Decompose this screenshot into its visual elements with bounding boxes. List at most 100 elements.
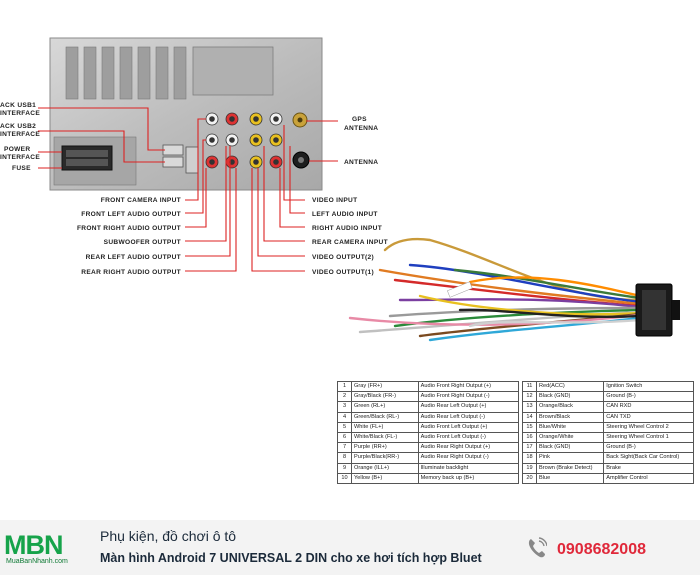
pin-function: CAN TXD xyxy=(603,411,694,423)
label-usb2-line2: INTERFACE xyxy=(0,131,40,138)
pin-number: 10 xyxy=(337,472,352,485)
pin-function: Audio Front Right Output (-) xyxy=(417,391,520,403)
pin-number: 8 xyxy=(337,452,352,464)
wire-color: Gray (FR+) xyxy=(351,380,419,393)
av-labels-right: VIDEO INPUT LEFT AUDIO INPUT RIGHT AUDIO… xyxy=(312,197,388,276)
pin-function: Audio Rear Right Output (-) xyxy=(417,452,520,464)
pin-function: Audio Front Left Output (-) xyxy=(417,432,520,444)
pin-number: 14 xyxy=(522,411,537,423)
label-usb1-line1: ACK USB1 xyxy=(0,102,36,109)
label-front-right-audio-output: FRONT RIGHT AUDIO OUTPUT xyxy=(77,225,181,232)
pin-function: Ground (B-) xyxy=(603,442,694,454)
label-rear-right-audio-output: REAR RIGHT AUDIO OUTPUT xyxy=(81,269,181,276)
wire-color: Green/Black (RL-) xyxy=(351,411,419,423)
left-port-labels: ACK USB1 INTERFACE ACK USB2 INTERFACE PO… xyxy=(0,102,40,172)
label-front-camera-input: FRONT CAMERA INPUT xyxy=(101,197,181,204)
pin-number: 20 xyxy=(522,472,537,485)
pin-number: 4 xyxy=(337,411,352,423)
label-left-audio-input: LEFT AUDIO INPUT xyxy=(312,211,378,218)
pin-function: Amplifier Control xyxy=(603,472,694,485)
label-gps-line1: GPS xyxy=(352,116,367,123)
pin-function: Steering Wheel Control 2 xyxy=(603,421,694,434)
power-connector xyxy=(61,145,113,171)
label-video-input: VIDEO INPUT xyxy=(312,197,357,204)
pin-number: 9 xyxy=(337,462,352,474)
label-power-line1: POWER xyxy=(4,146,30,153)
wire-color: Red(ACC) xyxy=(535,380,605,393)
antenna-connector xyxy=(292,151,310,169)
pin-function: Memory back up (B+) xyxy=(417,472,520,485)
label-subwoofer-output: SUBWOOFER OUTPUT xyxy=(104,239,181,246)
pin-function: Audio Rear Left Output (-) xyxy=(417,411,520,423)
wire-color: Orange (ILL+) xyxy=(351,462,419,474)
pin-function: CAN RXD xyxy=(603,401,694,413)
label-rear-camera-input: REAR CAMERA INPUT xyxy=(312,239,388,246)
wire-color: Blue xyxy=(535,472,605,485)
label-right-audio-input: RIGHT AUDIO INPUT xyxy=(312,225,382,232)
phone-icon xyxy=(528,537,547,558)
pin-number: 19 xyxy=(522,462,537,474)
wire-color: Brown/Black xyxy=(535,411,605,423)
pin-function: Ignition Switch xyxy=(603,380,694,393)
harness-label-tag xyxy=(447,281,473,298)
pin-number: 16 xyxy=(522,432,537,444)
label-power-line2: INTERFACE xyxy=(0,154,40,161)
antenna-labels: GPS ANTENNA ANTENNA xyxy=(344,116,378,166)
phone-number[interactable]: 0908682008 xyxy=(557,541,646,558)
pin-number: 6 xyxy=(337,432,352,444)
pin-function: Audio Rear Left Output (+) xyxy=(417,401,520,413)
wire-color: Orange/Black xyxy=(535,401,605,413)
site-logo[interactable]: MBN MuaBanNhanh.com xyxy=(4,530,90,566)
wire-color: Yellow (B+) xyxy=(351,472,419,485)
wire-color: White (FL+) xyxy=(351,421,419,434)
pin-number: 3 xyxy=(337,401,352,413)
wire-color: Black (GND) xyxy=(535,391,605,403)
pin-number: 1 xyxy=(337,380,352,393)
wire-color: Purple (RR+) xyxy=(351,442,419,454)
pin-function: Illuminate backlight xyxy=(417,462,520,474)
label-antenna: ANTENNA xyxy=(344,159,378,166)
label-video-output-2: VIDEO OUTPUT(2) xyxy=(312,254,374,261)
av-labels-left: FRONT CAMERA INPUT FRONT LEFT AUDIO OUTP… xyxy=(77,197,181,276)
wiring-diagram: ACK USB1 INTERFACE ACK USB2 INTERFACE PO… xyxy=(0,37,680,342)
pin-function: Audio Front Right Output (+) xyxy=(417,380,520,393)
wire-color: Blue/White xyxy=(535,421,605,434)
label-gps-line2: ANTENNA xyxy=(344,125,378,132)
pin-number: 13 xyxy=(522,401,537,413)
gps-antenna-connector xyxy=(292,112,308,128)
callout-lines xyxy=(38,107,338,272)
label-fuse: FUSE xyxy=(12,165,31,172)
pin-number: 5 xyxy=(337,421,352,434)
wire-color: Purple/Black(RR-) xyxy=(351,452,419,464)
banner-subtitle: Màn hình Android 7 UNIVERSAL 2 DIN cho x… xyxy=(100,551,482,565)
wire-color: Orange/White xyxy=(535,432,605,444)
wire-color: Brown (Brake Detect) xyxy=(535,462,605,474)
head-unit-back-panel xyxy=(49,37,323,191)
logo-text: MBN xyxy=(4,530,63,560)
footer-banner: MBN MuaBanNhanh.com Phụ kiện, đồ chơi ô … xyxy=(0,520,700,575)
logo-domain: MuaBanNhanh.com xyxy=(6,558,68,565)
pin-number: 18 xyxy=(522,452,537,464)
pin-number: 17 xyxy=(522,442,537,454)
wire-color: Gray/Black (FR-) xyxy=(351,391,419,403)
harness-connector xyxy=(635,283,680,337)
pin-number: 15 xyxy=(522,421,537,434)
wire-color: White/Black (FL-) xyxy=(351,432,419,444)
pin-function: Ground (B-) xyxy=(603,391,694,403)
pin-function: Steering Wheel Control 1 xyxy=(603,432,694,444)
wiring-harness xyxy=(348,237,642,342)
